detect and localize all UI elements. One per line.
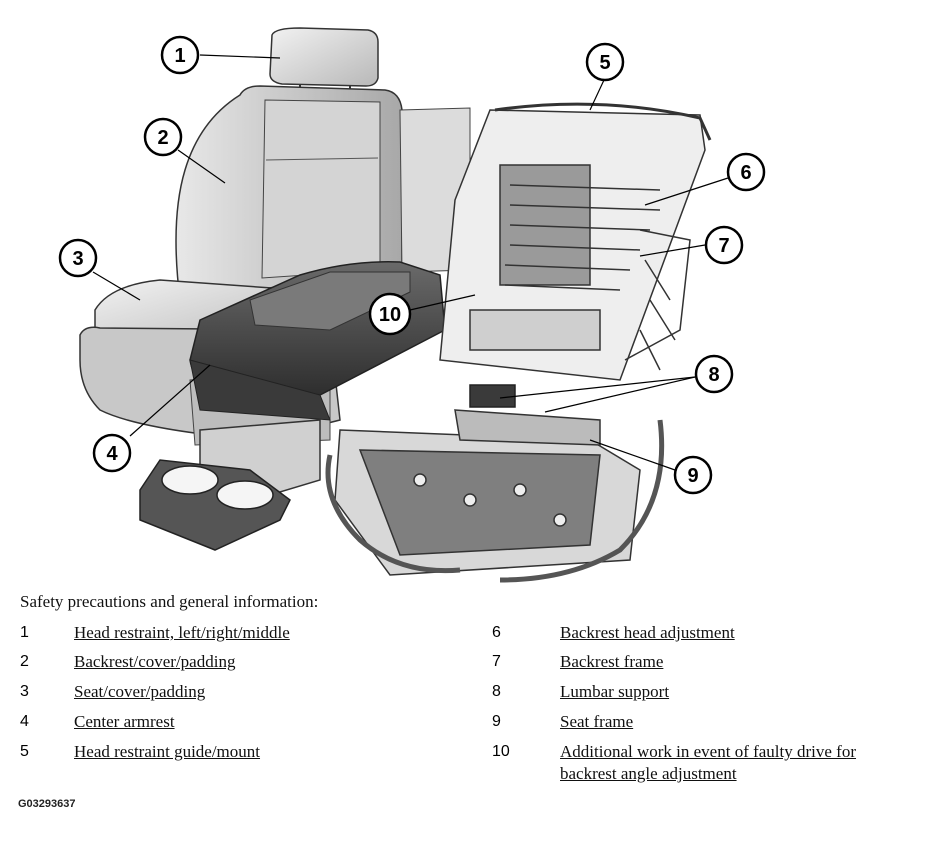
legend-num-3: 3 [20,683,29,700]
callout-8: 8 [694,354,734,394]
legend-num-2: 2 [20,653,29,670]
seat-frame-illustration [325,409,665,583]
legend-link-backrest-angle-line2[interactable]: backrest angle adjustment [560,764,737,783]
legend-link-backrest-angle-line1[interactable]: Additional work in event of faulty drive… [560,742,857,761]
leader-lines [92,54,729,471]
head-restraint-illustration [269,27,379,93]
callout-9: 9 [673,455,713,495]
legend-link-head-restraint-guide[interactable]: Head restraint guide/mount [74,742,261,761]
svg-text:2: 2 [157,127,168,149]
legend-link-seat-cover[interactable]: Seat/cover/padding [74,682,206,701]
svg-text:9: 9 [687,465,698,487]
legend-link-center-armrest[interactable]: Center armrest [74,712,175,731]
svg-text:10: 10 [379,304,401,326]
svg-text:7: 7 [718,235,729,257]
legend-num-1: 1 [20,624,29,641]
callout-10: 10 [368,292,412,336]
callout-7: 7 [704,225,744,265]
svg-text:6: 6 [740,162,751,184]
legend-link-backrest-cover[interactable]: Backrest/cover/padding [74,652,236,671]
callout-3: 3 [58,238,98,278]
legend-num-7: 7 [492,653,501,670]
legend-num-5: 5 [20,743,29,760]
legend-num-4: 4 [20,713,29,730]
svg-text:5: 5 [599,52,610,74]
cup-holder-illustration [139,419,321,551]
seat-diagram: 1 2 3 4 5 6 7 8 9 10 [58,27,766,583]
legend-num-6: 6 [492,624,501,641]
svg-text:8: 8 [708,364,719,386]
legend-link-seat-frame[interactable]: Seat frame [560,712,634,731]
svg-text:1: 1 [174,45,185,67]
svg-text:4: 4 [106,443,118,465]
figure-id: G03293637 [18,798,76,810]
legend-num-9: 9 [492,713,501,730]
legend-link-backrest-frame[interactable]: Backrest frame [560,652,664,671]
legend-num-10: 10 [492,743,510,760]
callout-5: 5 [585,42,625,82]
callout-4: 4 [92,433,132,473]
legend-link-head-restraint[interactable]: Head restraint, left/right/middle [74,623,290,642]
backrest-frame-illustration [439,102,712,408]
backrest-illustration [175,85,471,301]
callout-1: 1 [160,35,200,75]
legend-link-backrest-head-adjustment[interactable]: Backrest head adjustment [560,623,735,642]
legend-link-lumbar-support[interactable]: Lumbar support [560,682,670,701]
caption-text: Safety precautions and general informati… [20,592,319,611]
callout-2: 2 [143,117,183,157]
svg-text:3: 3 [72,248,83,270]
callout-6: 6 [726,152,766,192]
legend-num-8: 8 [492,683,501,700]
